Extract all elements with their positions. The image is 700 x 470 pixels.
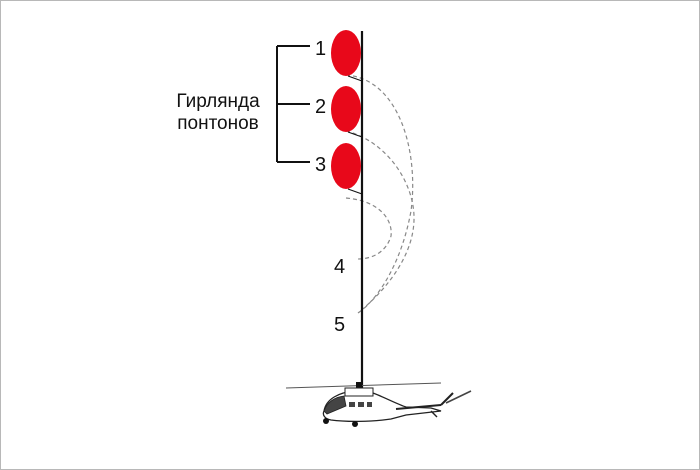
rotor-hub bbox=[356, 382, 362, 392]
tail-fin bbox=[440, 392, 454, 406]
tail-rotor bbox=[445, 390, 472, 404]
caption-line-2: понтонов bbox=[177, 113, 259, 134]
pontoon-1 bbox=[331, 30, 363, 82]
position-label-5: 5 bbox=[334, 314, 346, 336]
trajectory-pontoon-1 bbox=[345, 74, 414, 314]
caption-line-1: Гирлянда bbox=[176, 91, 260, 112]
pontoon-3 bbox=[331, 143, 363, 195]
main-rotor bbox=[285, 382, 442, 389]
pontoon-2-body bbox=[331, 86, 361, 132]
pontoon-3-body bbox=[331, 143, 361, 189]
helicopter-engine bbox=[344, 387, 374, 397]
trajectory-pontoon-3 bbox=[345, 197, 392, 260]
rear-wheel bbox=[352, 421, 358, 427]
helicopter-window-2 bbox=[358, 402, 364, 407]
pontoon-1-body bbox=[331, 30, 361, 76]
position-label-4: 4 bbox=[334, 256, 346, 278]
pontoon-2 bbox=[331, 86, 363, 138]
pontoon-label-3: 3 bbox=[315, 154, 327, 176]
helicopter bbox=[285, 382, 472, 427]
tail-skid bbox=[430, 410, 438, 418]
trajectory-pontoon-2 bbox=[345, 130, 415, 314]
garland-bracket bbox=[276, 45, 310, 163]
helicopter-window-1 bbox=[349, 402, 355, 407]
front-wheel bbox=[323, 418, 329, 424]
helicopter-window-3 bbox=[367, 402, 372, 407]
pontoon-label-1: 1 bbox=[315, 38, 327, 60]
tail-boom bbox=[395, 404, 442, 410]
swing-trajectories bbox=[345, 74, 415, 314]
garland-caption: Гирлянда понтонов bbox=[163, 91, 273, 135]
pontoon-label-2: 2 bbox=[315, 96, 327, 118]
helicopter-cockpit bbox=[323, 395, 347, 415]
